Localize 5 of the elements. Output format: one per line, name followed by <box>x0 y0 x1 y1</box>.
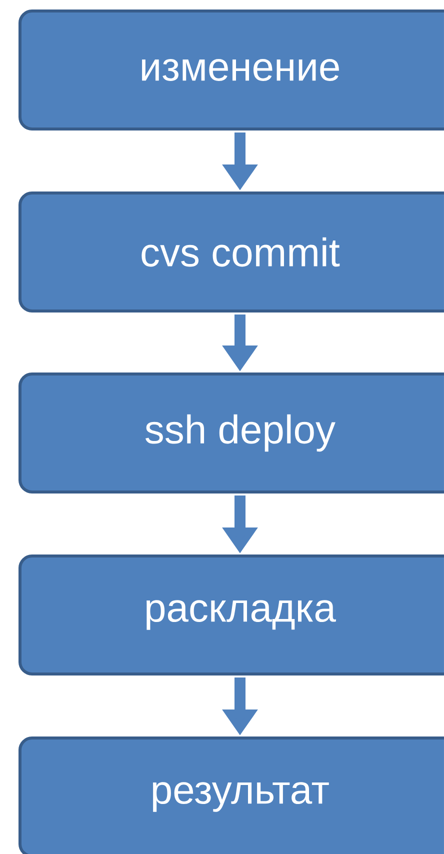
process-box: раскладка <box>18 554 444 676</box>
process-box: cvs commit <box>18 192 444 312</box>
process-box: изменение <box>18 10 444 130</box>
process-box: ssh deploy <box>18 372 444 494</box>
process-box: результат <box>18 736 444 854</box>
